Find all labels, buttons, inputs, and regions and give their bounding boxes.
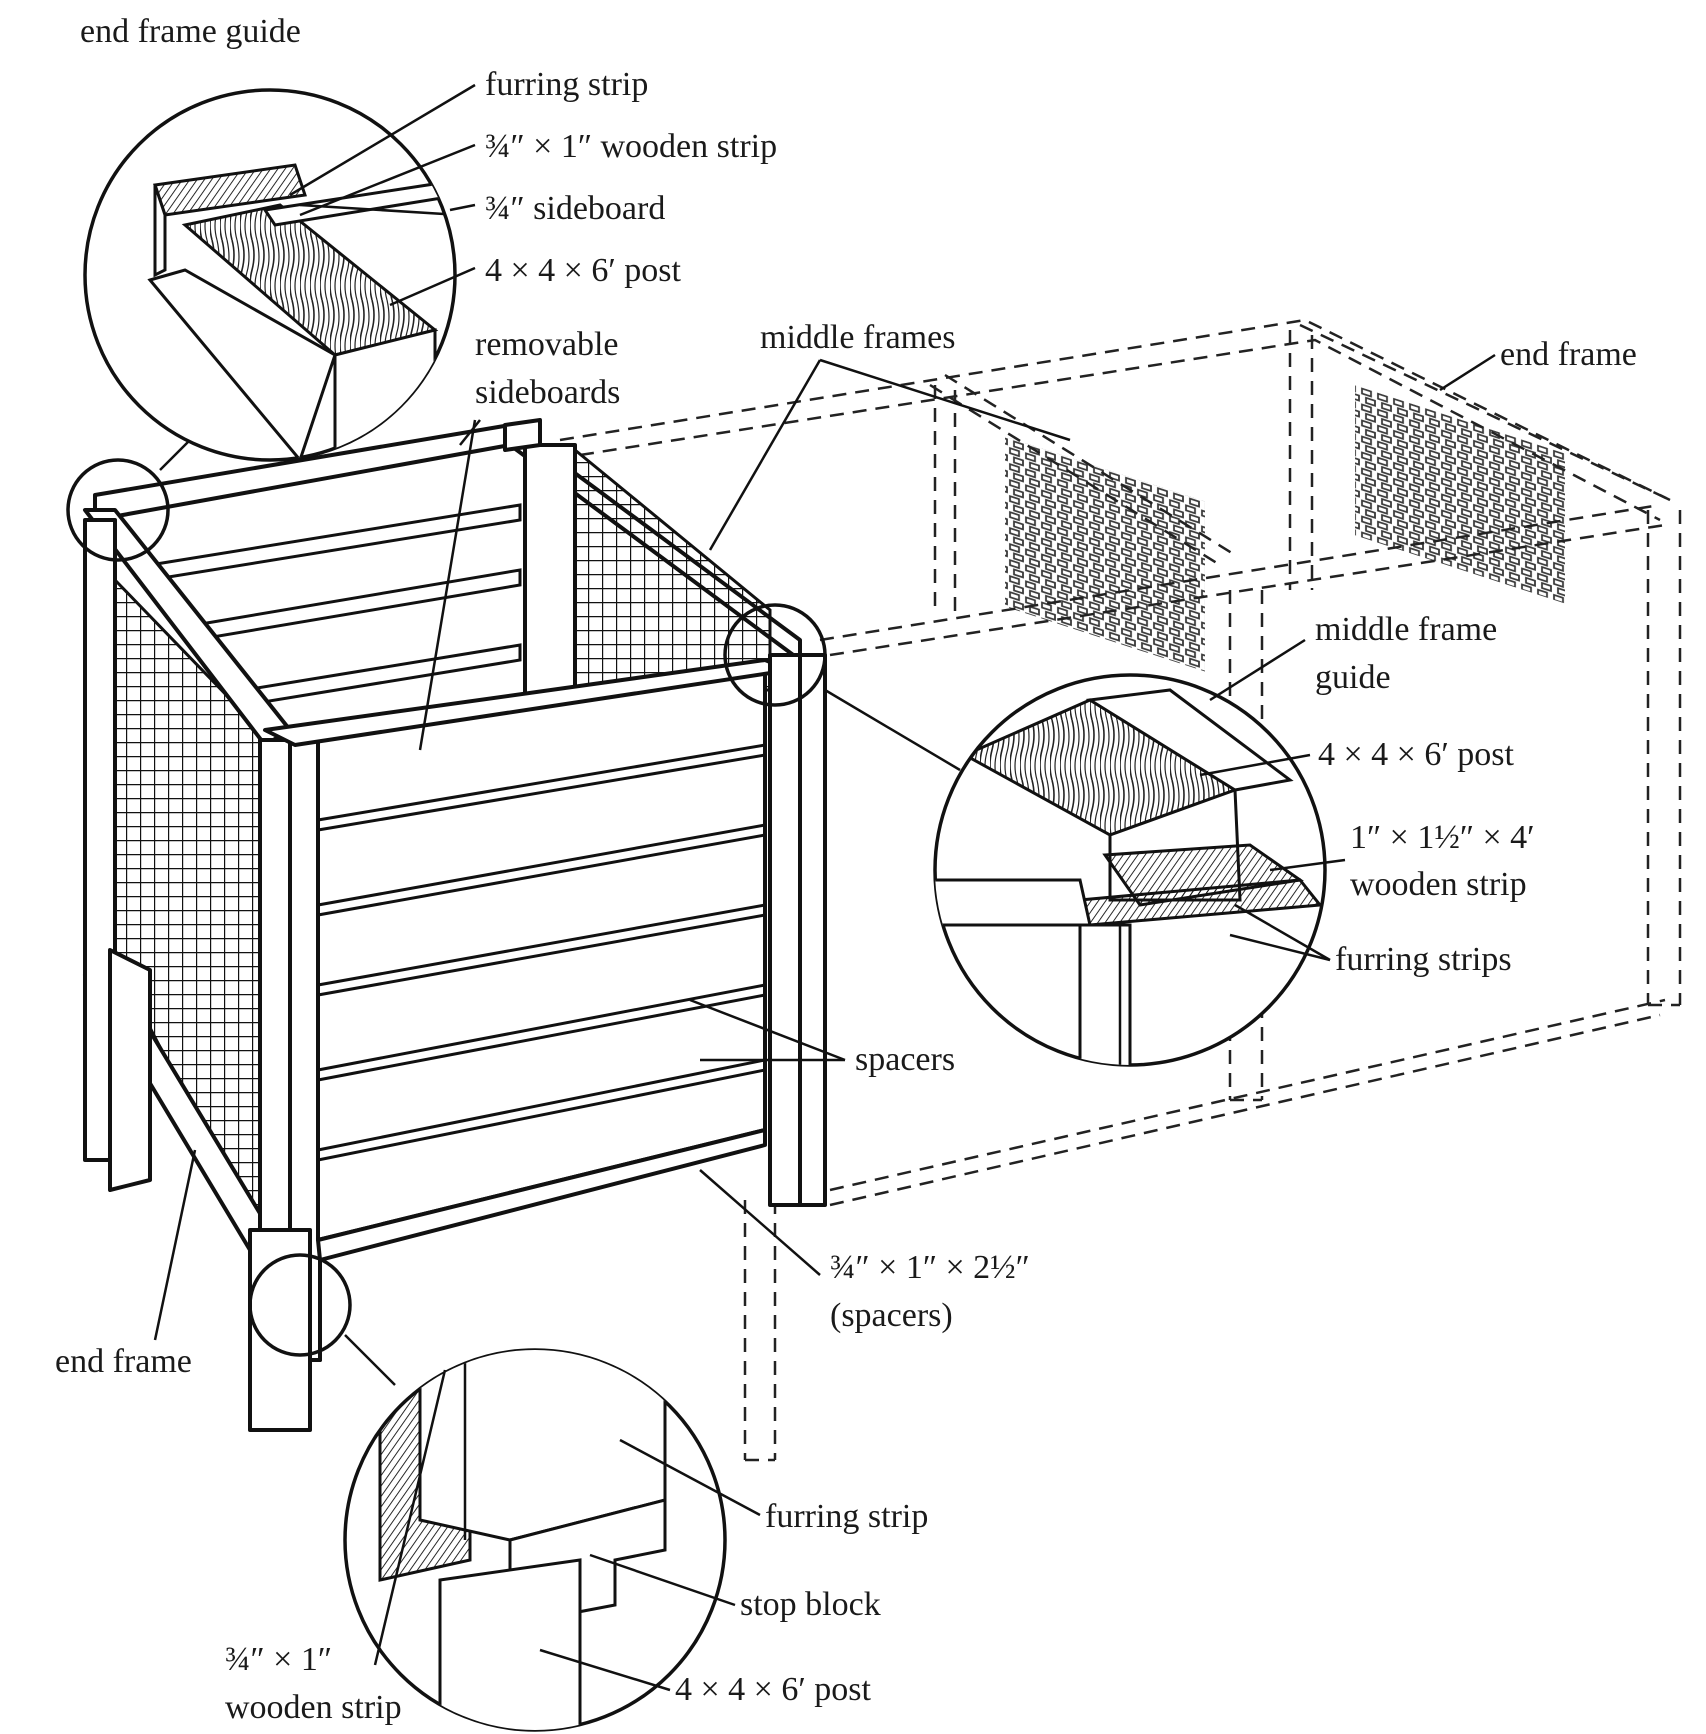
phantom-bins [559, 318, 1682, 1462]
bottom-detail-marker [248, 1253, 352, 1357]
label-middle-frames: middle frames [760, 319, 955, 356]
label-wooden-strip-top: ¾″ × 1″ wooden strip [485, 128, 777, 165]
label-removable-2: sideboards [475, 374, 620, 411]
stop-block-detail [343, 1348, 727, 1732]
label-wooden-strip-bottom-2: wooden strip [225, 1689, 402, 1726]
label-end-frame-left: end frame [55, 1343, 192, 1380]
label-wooden-strip-bottom-1: ¾″ × 1″ [225, 1641, 332, 1678]
label-post-bottom: 4 × 4 × 6′ post [675, 1671, 872, 1708]
end-frame-guide-detail [83, 88, 457, 462]
label-post-top: 4 × 4 × 6′ post [485, 252, 682, 289]
label-post-mid: 4 × 4 × 6′ post [1318, 736, 1515, 773]
label-spacers: spacers [855, 1041, 955, 1078]
label-middle-frame-guide-2: guide [1315, 659, 1391, 696]
label-end-frame-right: end frame [1500, 336, 1637, 373]
labels: end frame guide furring strip ¾″ × 1″ wo… [55, 13, 1637, 1726]
label-middle-frame-guide-1: middle frame [1315, 611, 1497, 648]
middle-frame-guide-detail [933, 673, 1327, 1067]
label-end-frame-guide: end frame guide [80, 13, 301, 50]
label-wooden-strip-mid-1: 1″ × 1½″ × 4′ [1350, 819, 1535, 856]
label-wooden-strip-mid-2: wooden strip [1350, 866, 1527, 903]
mid-detail-marker [723, 603, 827, 707]
label-furring-strip-top: furring strip [485, 66, 648, 103]
label-stop-block: stop block [740, 1586, 881, 1623]
label-sideboard: ¾″ sideboard [485, 190, 665, 227]
top-detail-marker [66, 458, 170, 562]
label-removable-1: removable [475, 326, 619, 363]
main-bin [83, 418, 827, 1432]
label-spacers-dim-1: ¾″ × 1″ × 2½″ [830, 1249, 1030, 1286]
leader-lines [153, 83, 1496, 1692]
label-spacers-dim-2: (spacers) [830, 1297, 953, 1334]
label-furring-strips: furring strips [1335, 941, 1512, 978]
label-furring-strip-bottom: furring strip [765, 1498, 928, 1535]
